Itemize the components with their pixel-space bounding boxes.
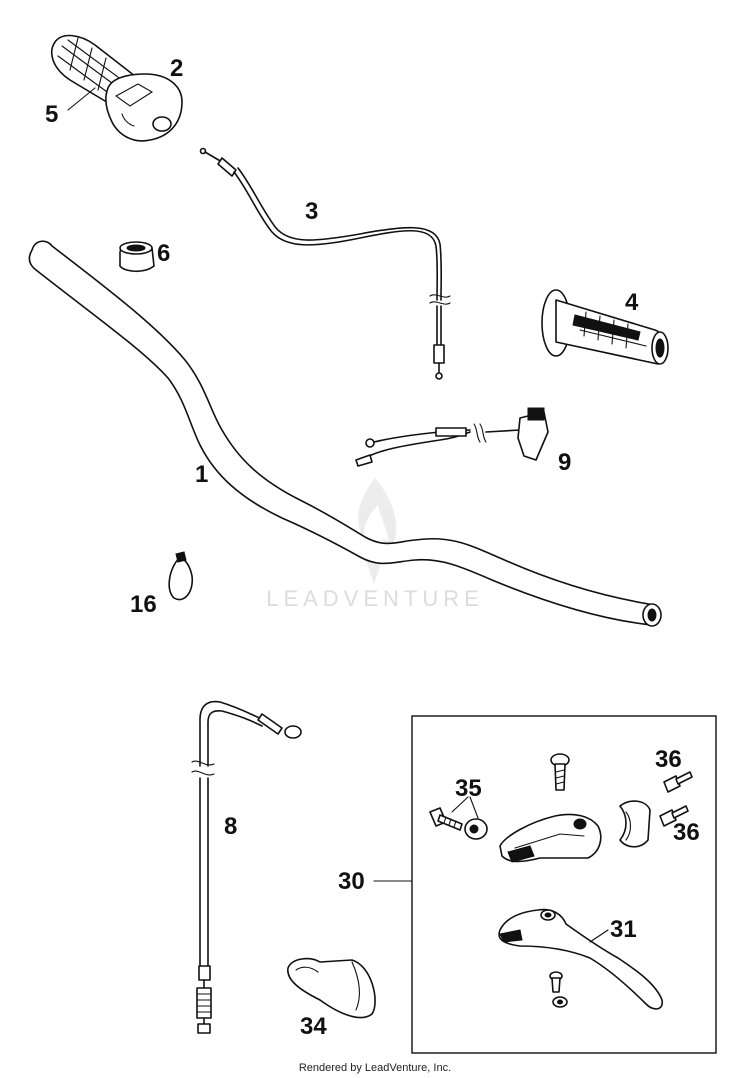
leader-31 — [589, 929, 609, 943]
callout-5: 5 — [45, 101, 58, 128]
watermark-text: LEADVENTURE — [266, 586, 484, 611]
callout-36-upper: 36 — [655, 746, 682, 773]
lever-pivot-bolt-part[interactable] — [549, 971, 568, 1008]
kill-switch-part[interactable] — [355, 407, 549, 467]
clamp-part[interactable] — [619, 800, 651, 848]
callout-1: 1 — [195, 461, 208, 488]
callout-2: 2 — [170, 55, 183, 82]
handlebar-part[interactable] — [28, 240, 662, 627]
leader-5 — [67, 87, 96, 111]
lever-bracket-part[interactable] — [499, 813, 602, 863]
callout-35: 35 — [455, 775, 482, 802]
footer-credit: Rendered by LeadVenture, Inc. — [299, 1062, 451, 1074]
bolt-upper-part[interactable] — [663, 771, 693, 793]
callout-6: 6 — [157, 240, 170, 267]
left-grip-part[interactable] — [541, 289, 669, 365]
callout-30: 30 — [338, 868, 365, 895]
lever-part[interactable] — [498, 908, 664, 1010]
lever-assembly-frame — [411, 715, 717, 1054]
callout-3: 3 — [305, 198, 318, 225]
callout-4: 4 — [625, 289, 639, 316]
bushing-part[interactable] — [119, 241, 155, 273]
callout-36-lower: 36 — [673, 819, 700, 846]
callout-8: 8 — [224, 813, 237, 840]
callout-34: 34 — [300, 1013, 327, 1040]
throttle-cable-part[interactable] — [199, 147, 451, 380]
cable-tie-part[interactable] — [168, 551, 194, 601]
clutch-cable-part[interactable] — [191, 700, 302, 1034]
throttle-grip-part[interactable] — [51, 34, 183, 142]
lever-cover-part[interactable] — [287, 957, 376, 1019]
callout-31: 31 — [610, 916, 637, 943]
bolt-lower-part[interactable] — [659, 805, 689, 827]
watermark: LEADVENTURE — [266, 478, 484, 611]
callout-16: 16 — [130, 591, 157, 618]
pivot-bolt-part[interactable] — [550, 753, 570, 791]
screw-nut-part[interactable] — [429, 796, 488, 840]
callout-9: 9 — [558, 449, 571, 476]
